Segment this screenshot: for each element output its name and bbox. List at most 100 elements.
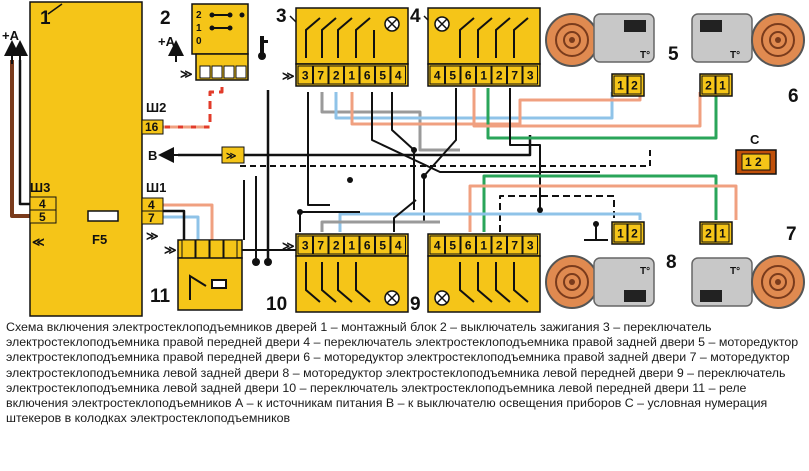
switch-4-pin-cell: [476, 65, 492, 85]
wire-black-dash-top: [520, 150, 651, 167]
sh3-pin-4-label: 4: [39, 197, 46, 211]
wire-green-4: [486, 88, 718, 140]
label-5: 5: [668, 44, 679, 65]
switch-4-pin-cell: [429, 65, 445, 85]
ignition-plug-symbol: ≫: [180, 67, 193, 81]
label-b: B: [148, 148, 157, 163]
ignition-pos-0: 0: [196, 36, 202, 47]
wire-salmon-4: [472, 88, 702, 128]
switch-4-pin-label: 7: [511, 69, 518, 83]
switch-9-pin-cell: [429, 235, 445, 255]
wiring-diagram: 1 +A Ш3 4 5 ≪ F5 Ш2 16 Ш1 4 7 ≫ 2 2 1 0 …: [2, 1, 805, 317]
switch-10-plug-symbol: ≫: [282, 239, 295, 253]
label-c: C: [750, 132, 760, 147]
switch-9-pin-label: 2: [496, 239, 503, 253]
sh2-pin-16-label: 16: [145, 120, 159, 134]
wire-salmon-lower: [468, 184, 738, 232]
ignition-contacts: [209, 12, 245, 31]
ignition-plug: [195, 53, 249, 81]
switch-3-pin-cell: [390, 65, 406, 85]
switch-3-pin-cell: [359, 65, 375, 85]
wire-gray-3: [320, 92, 460, 152]
switch-9-pin-cell: [507, 235, 523, 255]
motor-6-pin-cell: [701, 75, 716, 95]
switch-4-pin-label: 3: [527, 69, 534, 83]
wire-black-to-b: [178, 135, 532, 157]
label-fuse: F5: [92, 232, 107, 247]
switch-9-pin-label: 1: [480, 239, 487, 253]
wire-salmon-sh1-relay: [163, 203, 214, 240]
switch-4-pin-label: 1: [480, 69, 487, 83]
label-8: 8: [666, 252, 677, 273]
wire-green-lower: [482, 174, 718, 232]
switch-3-pin-label: 4: [395, 69, 402, 83]
label-plus-a-left: +A: [2, 28, 20, 43]
motor-5-pin-label: 1: [617, 79, 624, 93]
switch-10-pin-label: 1: [348, 239, 355, 253]
label-3: 3: [276, 6, 287, 27]
switch-9-contacts: [459, 262, 529, 303]
b-connector: [221, 146, 245, 164]
switch-4-pin-label: 5: [449, 69, 456, 83]
motor-8-pin-cell: [613, 223, 628, 243]
switch-9-pin-label: 6: [465, 239, 472, 253]
switch-10-pin-label: 6: [364, 239, 371, 253]
wire-black-4b: [509, 88, 541, 210]
label-sh3: Ш3: [30, 180, 50, 195]
label-10: 10: [266, 294, 287, 315]
wire-gray-lower: [320, 220, 440, 232]
switch-10-pin-cell: [313, 235, 329, 255]
label-plus-a-switch: +A: [158, 34, 176, 49]
switch-3-pin-cell: [344, 65, 360, 85]
motor-5-pin-cell: [627, 75, 642, 95]
motor-7-pin-label: 1: [719, 227, 726, 241]
wire-salmon-3: [350, 92, 642, 126]
lamp-icon-9: [434, 290, 450, 306]
label-2: 2: [160, 8, 171, 29]
wire-black-4: [423, 88, 457, 222]
label-11: 11: [150, 286, 171, 307]
wire-blue-sh1-relay: [163, 215, 200, 240]
switch-10-pin-cell: [359, 235, 375, 255]
ground-symbol: [584, 232, 608, 241]
b-connector-symbol: ≫: [226, 151, 236, 162]
relay-11: [177, 257, 243, 311]
switch-10-pin-cell: [297, 235, 313, 255]
sh1-pin-4-label: 4: [148, 198, 155, 212]
motor-5-pin-label: 2: [631, 79, 638, 93]
mounting-block: [29, 1, 143, 317]
motor-7-temp: T°: [730, 266, 740, 277]
switch-4-contacts: [459, 17, 529, 58]
relay-11-plug-symbol: ≫: [164, 243, 177, 257]
motor-6-pin-cell: [715, 75, 730, 95]
sh2-pin-16: [141, 119, 164, 135]
sh3-plug-symbol: ≪: [32, 235, 45, 249]
wire-black-3b: [371, 92, 600, 173]
motor-8: T°: [545, 255, 655, 309]
switch-3-pin-label: 7: [317, 69, 324, 83]
motor-7-pin-label: 2: [705, 227, 712, 241]
label-sh2: Ш2: [146, 100, 166, 115]
switch-9-pin-label: 7: [511, 239, 518, 253]
switch-10-pin-label: 5: [379, 239, 386, 253]
switch-10-pin-label: 2: [333, 239, 340, 253]
switch-9-pin-cell: [460, 235, 476, 255]
wire-black-3a: [307, 92, 330, 206]
switch-9-pin-cell: [476, 235, 492, 255]
switch-10-pin-cell: [390, 235, 406, 255]
switch-9-pin-cell: [445, 235, 461, 255]
switch-3-pin-cell: [328, 65, 344, 85]
figure-caption: Схема включения электростеклоподъемников…: [6, 320, 799, 426]
switch-3-pin-cell: [313, 65, 329, 85]
switch-4-pin-label: 2: [496, 69, 503, 83]
motor-7: T°: [691, 255, 805, 309]
motor-8-pin-cell: [627, 223, 642, 243]
switch-9-pin-label: 3: [527, 239, 534, 253]
switch-4-pin-cell: [460, 65, 476, 85]
ignition-pos-2: 2: [196, 10, 202, 21]
sh1-pin-7-label: 7: [148, 211, 155, 225]
switch-10-pin-label: 3: [302, 239, 309, 253]
switch-4-pin-cell: [491, 65, 507, 85]
switch-9-pin-label: 5: [449, 239, 456, 253]
motor-8-temp: T°: [640, 266, 650, 277]
